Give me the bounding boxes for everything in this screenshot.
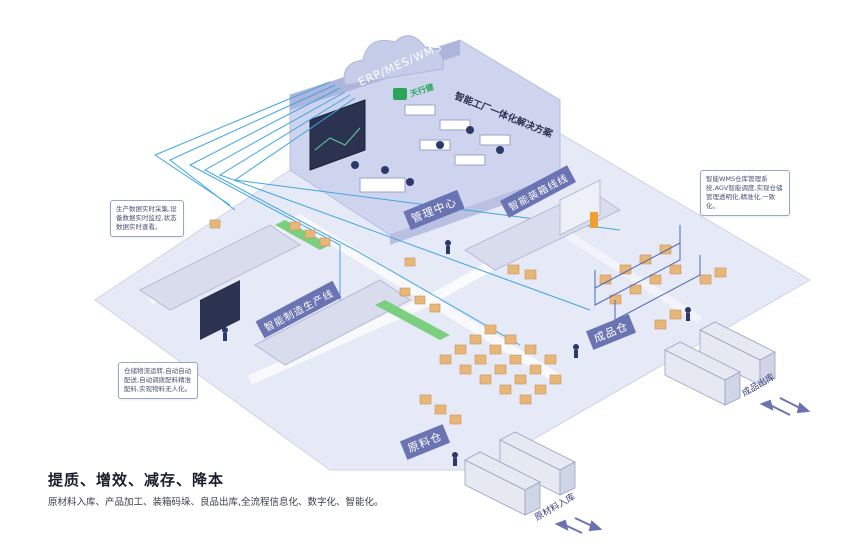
boxing-line	[463, 179, 622, 271]
page-heading: 提质、增效、减存、降本	[48, 471, 225, 489]
truck	[464, 321, 776, 516]
note-agv-logistics: 仓储物流运转,自动自动配送,自动调拨配料精准配料,实现物料无人化。	[118, 362, 198, 399]
note-production-data: 生产数据实时采集,设备数据实时监控,状态数据实时查看。	[110, 200, 184, 237]
finished-goods-racks	[594, 225, 701, 321]
production-line	[139, 220, 450, 366]
cloud-icon	[343, 35, 444, 86]
goods-boxes	[209, 219, 727, 425]
page-subtitle: 原材料入库、产品加工、装箱码垛、良品出库,全流程信息化、数字化、智能化。	[48, 497, 384, 508]
workers	[222, 240, 691, 466]
flow-arrows	[554, 397, 811, 534]
brand-logo	[393, 88, 407, 100]
note-wms-system: 智能WMS仓库管理系统,AGV智能调度,实现仓储管理透明化,精准化,一致化。	[700, 170, 790, 216]
data-links	[153, 81, 621, 346]
monitor-wall	[309, 99, 366, 171]
